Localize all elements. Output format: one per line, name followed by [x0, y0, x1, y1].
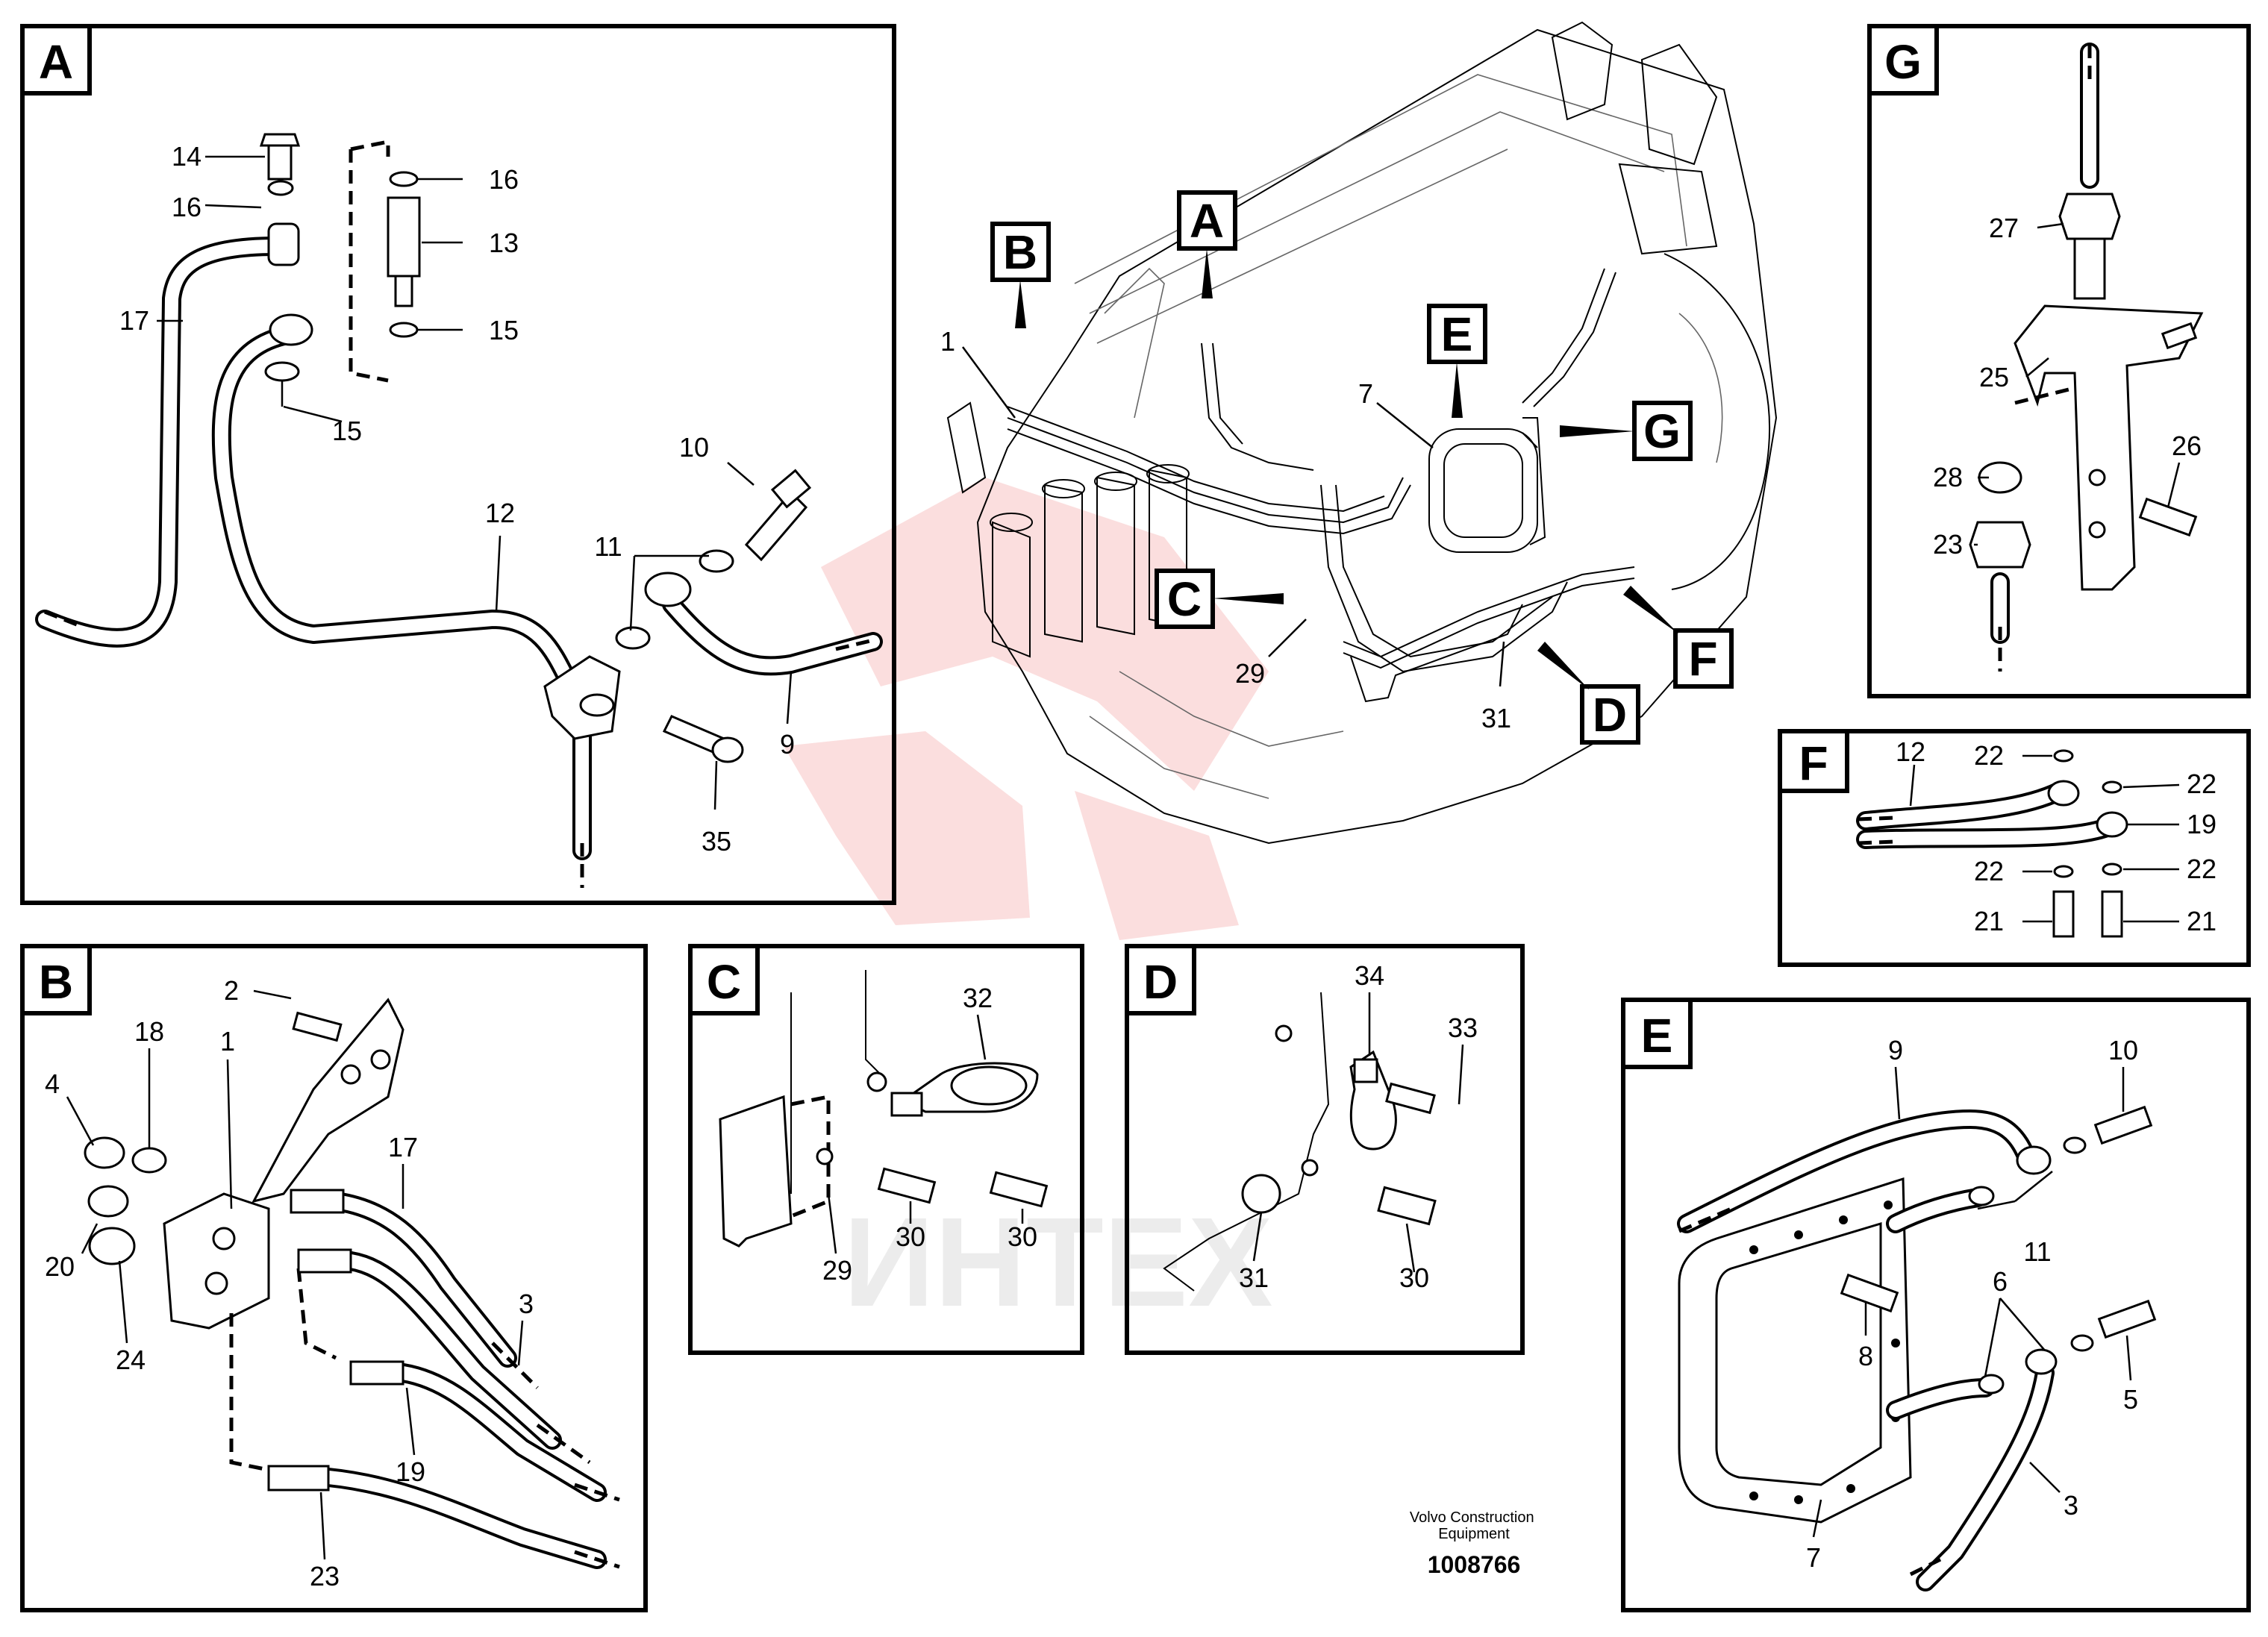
panel-a-label-17: 17 — [119, 305, 149, 336]
panel-b-label-3: 3 — [519, 1289, 534, 1319]
panel-g-label-23: 23 — [1933, 529, 1963, 560]
callout-box-g[interactable] — [1632, 401, 1693, 461]
callout-b: B — [1003, 225, 1037, 279]
panel-a-label-15b: 15 — [332, 416, 362, 446]
panel-d: D 34 33 31 30 — [1125, 944, 1525, 1355]
panel-b-label-20: 20 — [45, 1251, 75, 1282]
panel-d-label-31: 31 — [1239, 1262, 1269, 1293]
panel-d-letter: D — [1143, 955, 1178, 1009]
panel-g-label-27: 27 — [1989, 213, 2019, 243]
panel-f-label-12: 12 — [1896, 736, 1925, 767]
panel-d-label-33: 33 — [1448, 1012, 1478, 1043]
main-label-31: 31 — [1481, 703, 1511, 733]
panel-e-label-6: 6 — [1993, 1266, 2008, 1297]
watermark-text: ИНТЕХ — [843, 1192, 1273, 1333]
panel-c-label-30b: 30 — [1008, 1221, 1037, 1252]
panel-f-label-22a: 22 — [1974, 740, 2004, 771]
panel-b-label-2: 2 — [224, 975, 239, 1006]
panel-e-label-10: 10 — [2108, 1035, 2138, 1065]
panel-g: G 27 25 28 26 23 — [1867, 24, 2251, 698]
callout-c: C — [1167, 572, 1202, 626]
callout-box-e[interactable] — [1427, 304, 1487, 364]
panel-a-label-35: 35 — [702, 826, 731, 857]
panel-e-label-8: 8 — [1858, 1341, 1873, 1371]
main-label-29: 29 — [1235, 658, 1265, 689]
panel-e-label-3: 3 — [2064, 1490, 2078, 1521]
panel-e: E 9 — [1621, 998, 2251, 1612]
panel-e-label-11: 11 — [2023, 1236, 2051, 1267]
panel-f-label-21a: 21 — [1974, 906, 2004, 936]
callout-box-c[interactable] — [1155, 569, 1215, 629]
panel-b: B — [20, 944, 648, 1612]
panel-b-label-24: 24 — [116, 1345, 146, 1375]
panel-e-label-5: 5 — [2123, 1384, 2138, 1415]
panel-e-letter: E — [1641, 1009, 1673, 1062]
callout-box-f[interactable] — [1673, 628, 1734, 689]
panel-d-label-34: 34 — [1355, 960, 1384, 991]
panel-f-letter: F — [1799, 736, 1828, 790]
engine-overview — [946, 21, 1778, 845]
callout-box-a[interactable] — [1177, 190, 1237, 251]
panel-f-label-21b: 21 — [2187, 906, 2217, 936]
callout-box-b[interactable] — [990, 222, 1051, 282]
panel-a-label-15a: 15 — [489, 315, 519, 345]
panel-b-label-17: 17 — [388, 1132, 418, 1162]
panel-f-label-22d: 22 — [2187, 854, 2217, 884]
panel-a-label-13: 13 — [489, 228, 519, 258]
panel-b-label-19: 19 — [396, 1456, 425, 1487]
panel-c-label-29: 29 — [822, 1255, 852, 1286]
footer-document-number: 1008766 — [1428, 1551, 1521, 1578]
panel-f: F 12 22 22 19 22 22 21 21 — [1778, 729, 2251, 967]
panel-e-label-7: 7 — [1806, 1542, 1821, 1573]
panel-a-label-9: 9 — [780, 729, 795, 760]
panel-f-label-22c: 22 — [1974, 856, 2004, 886]
panel-a-label-11: 11 — [594, 531, 622, 562]
panel-b-label-23: 23 — [310, 1561, 340, 1591]
panel-a: A — [20, 24, 896, 905]
panel-c: C 32 29 30 30 — [688, 944, 1084, 1355]
panel-a-label-14: 14 — [172, 141, 202, 172]
callout-d: D — [1593, 688, 1627, 742]
panel-a-label-16b: 16 — [489, 164, 519, 195]
footer-manufacturer: Volvo Construction Equipment — [1410, 1509, 1538, 1542]
panel-c-label-30a: 30 — [896, 1221, 925, 1252]
main-label-7: 7 — [1358, 378, 1373, 409]
panel-b-label-18: 18 — [134, 1016, 164, 1047]
panel-g-letter: G — [1884, 35, 1922, 89]
panel-c-letter: C — [707, 955, 741, 1009]
panel-a-label-12: 12 — [485, 498, 515, 528]
panel-b-letter: B — [39, 955, 73, 1009]
callout-e: E — [1441, 307, 1473, 361]
panel-a-label-16a: 16 — [172, 192, 202, 222]
main-label-1: 1 — [940, 326, 955, 357]
panel-g-label-28: 28 — [1933, 462, 1963, 492]
document-footer: Volvo Construction Equipment 1008766 — [1410, 1509, 1538, 1578]
callout-g: G — [1643, 404, 1681, 458]
callout-f: F — [1688, 632, 1717, 686]
panel-d-label-30: 30 — [1399, 1262, 1429, 1293]
panel-a-label-10: 10 — [679, 432, 709, 463]
panel-e-label-9: 9 — [1888, 1035, 1903, 1065]
panel-g-label-26: 26 — [2172, 431, 2202, 461]
panel-b-label-4: 4 — [45, 1068, 60, 1099]
callout-box-d[interactable] — [1580, 684, 1640, 745]
panel-c-label-32: 32 — [963, 983, 993, 1013]
panel-f-label-19: 19 — [2187, 809, 2217, 839]
panel-f-label-22b: 22 — [2187, 769, 2217, 799]
panel-a-letter: A — [39, 35, 73, 89]
main-callouts: A B C D E F G 1 7 29 31 — [940, 190, 1734, 745]
callout-a: A — [1190, 194, 1224, 248]
panel-g-label-25: 25 — [1979, 362, 2009, 392]
panel-b-label-1: 1 — [220, 1026, 235, 1057]
